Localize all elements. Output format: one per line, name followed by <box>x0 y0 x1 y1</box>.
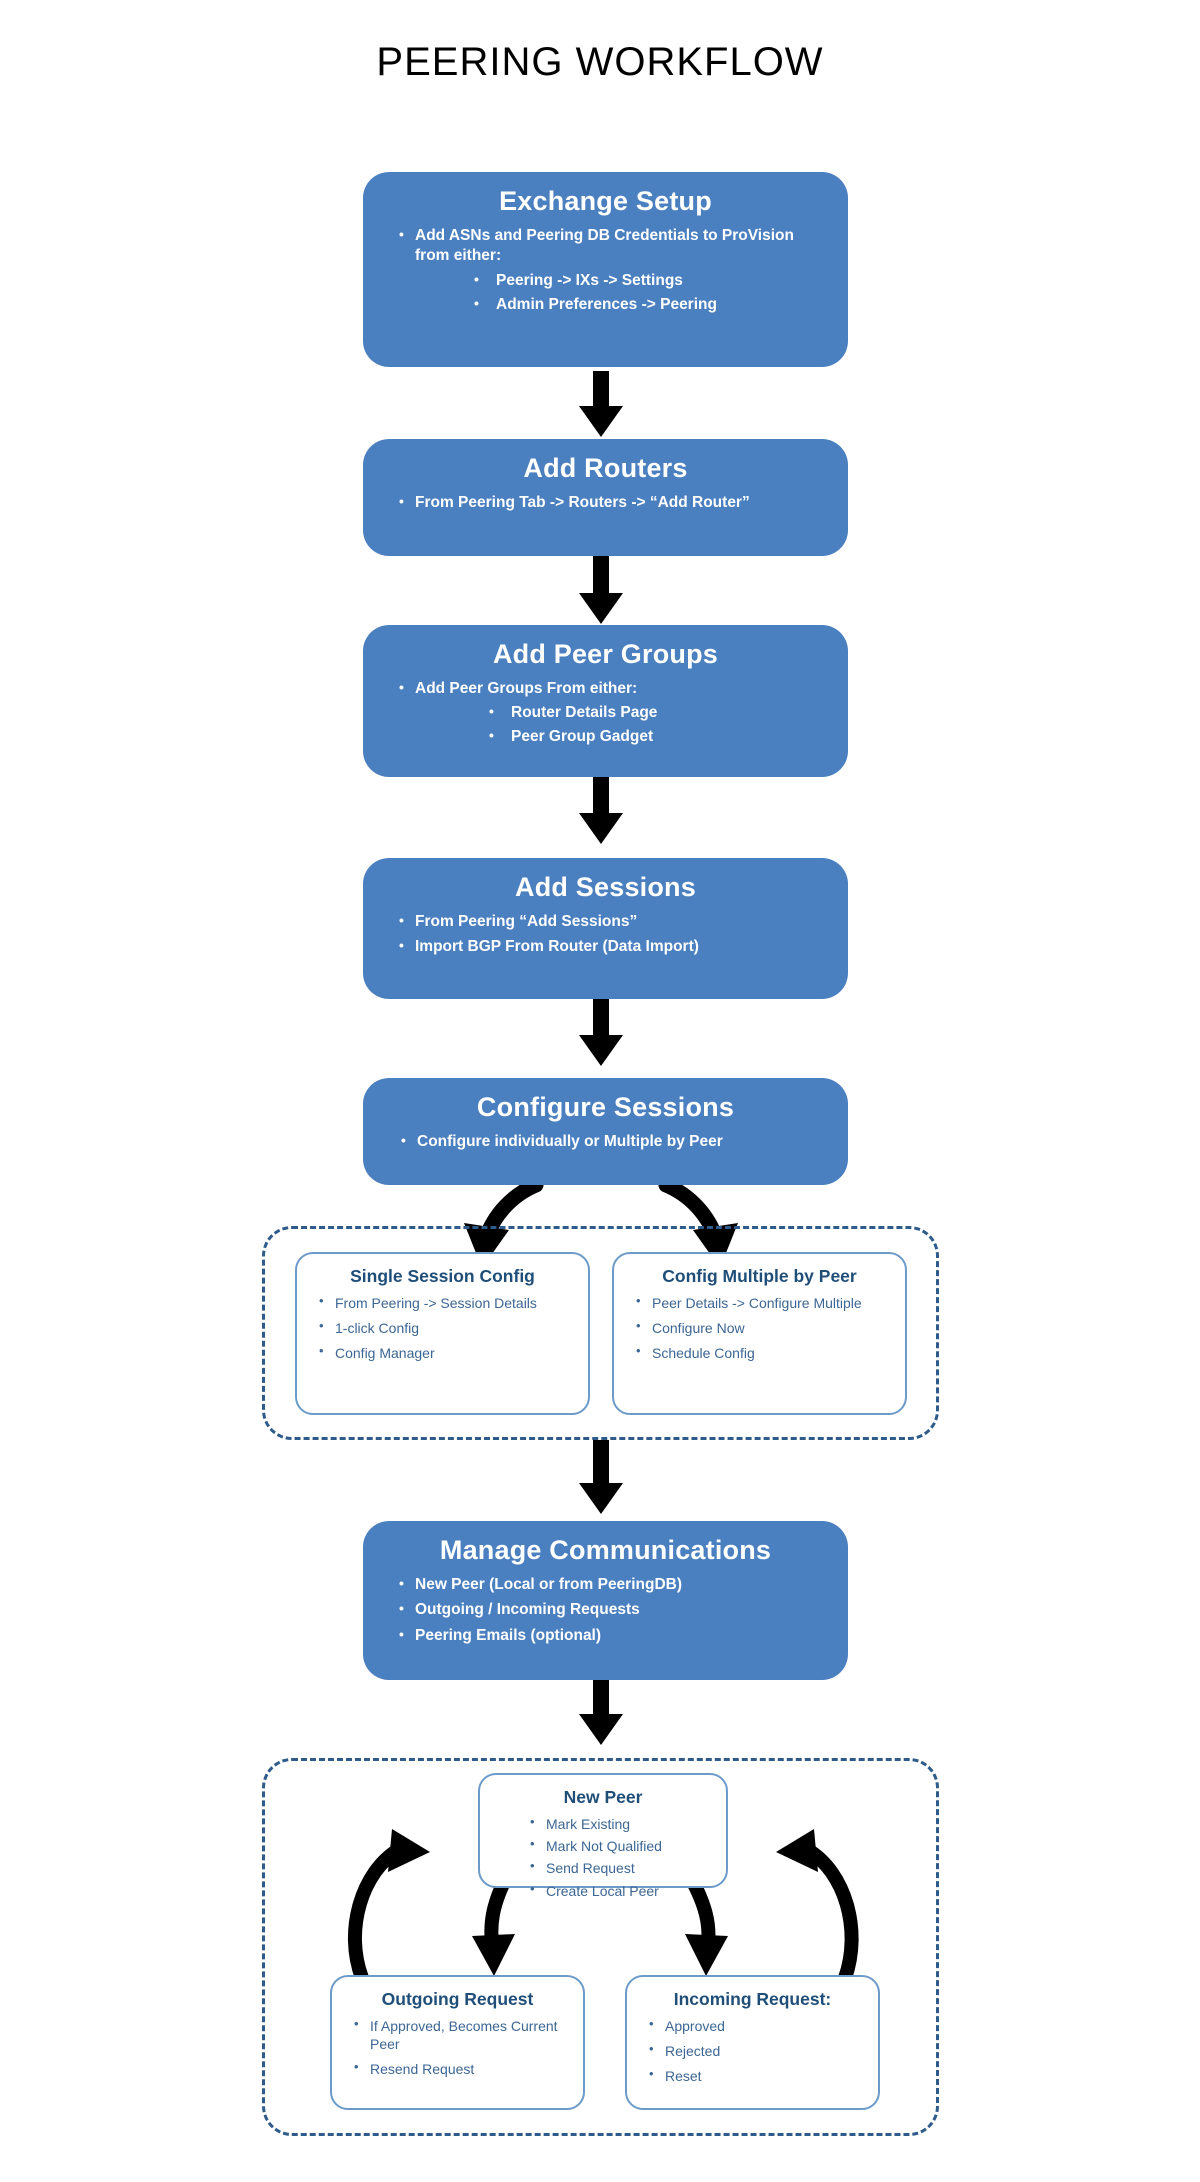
subbox-bullet-list: Peer Details -> Configure Multiple Confi… <box>626 1293 893 1363</box>
subbox-bullet-list: Mark Existing Mark Not Qualified Send Re… <box>492 1814 714 1900</box>
subbox-new-peer[interactable]: New Peer Mark Existing Mark Not Qualifie… <box>478 1773 728 1899</box>
bullet-item: Rejected <box>647 2041 866 2060</box>
bullet-item: Mark Not Qualified <box>528 1836 714 1855</box>
step-add-sessions[interactable]: Add Sessions From Peering “Add Sessions”… <box>363 858 848 999</box>
arrow-peergroups-to-sessions <box>579 777 623 844</box>
subbox-incoming-request[interactable]: Incoming Request: Approved Rejected Rese… <box>625 1975 880 2110</box>
subbox-title: Config Multiple by Peer <box>662 1266 857 1286</box>
step-bullet-list: From Peering “Add Sessions” Import BGP F… <box>399 911 832 958</box>
step-title: Manage Communications <box>439 1535 772 1565</box>
step-subbullet-list: Peering -> IXs -> Settings Admin Prefere… <box>474 270 832 316</box>
arrow-communications-to-newpeer <box>579 1680 623 1745</box>
bullet-item: Mark Existing <box>528 1814 714 1833</box>
arrow-sessions-to-configure <box>579 999 623 1066</box>
step-add-peer-groups[interactable]: Add Peer Groups Add Peer Groups From eit… <box>363 625 848 777</box>
bullet-item: Outgoing / Incoming Requests <box>399 1599 832 1621</box>
bullet-item: Configure Now <box>634 1318 893 1337</box>
subbox-title: New Peer <box>563 1787 643 1807</box>
bullet-item: Add Peer Groups From either: <box>399 678 832 700</box>
subbox-bullet-list: Approved Rejected Reset <box>639 2016 866 2086</box>
step-add-routers[interactable]: Add Routers From Peering Tab -> Routers … <box>363 439 848 556</box>
step-bullet-list: Add Peer Groups From either: <box>399 678 832 700</box>
step-subbullet-list: Router Details Page Peer Group Gadget <box>489 702 832 748</box>
step-bullet-list: New Peer (Local or from PeeringDB) Outgo… <box>399 1574 832 1647</box>
bullet-item: New Peer (Local or from PeeringDB) <box>399 1574 832 1596</box>
subbox-bullet-list: From Peering -> Session Details 1-click … <box>309 1293 576 1363</box>
step-bullet-list: From Peering Tab -> Routers -> “Add Rout… <box>399 492 832 514</box>
bullet-item: 1-click Config <box>317 1318 576 1337</box>
subbox-single-session-config[interactable]: Single Session Config From Peering -> Se… <box>295 1252 590 1415</box>
bullet-item: If Approved, Becomes Current Peer <box>352 2016 571 2053</box>
subbox-config-multiple-by-peer[interactable]: Config Multiple by Peer Peer Details -> … <box>612 1252 907 1415</box>
bullet-item: Config Manager <box>317 1343 576 1362</box>
arrow-configgroup-to-communications <box>579 1440 623 1514</box>
bullet-item: From Peering Tab -> Routers -> “Add Rout… <box>399 492 832 514</box>
bullet-item: From Peering -> Session Details <box>317 1293 576 1312</box>
subbox-outgoing-request[interactable]: Outgoing Request If Approved, Becomes Cu… <box>330 1975 585 2110</box>
arrow-routers-to-peergroups <box>579 556 623 624</box>
page-title: PEERING WORKFLOW <box>376 40 824 84</box>
bullet-item: Router Details Page <box>489 702 832 724</box>
step-title: Exchange Setup <box>499 186 712 216</box>
bullet-item: Send Request <box>528 1858 714 1877</box>
step-manage-communications[interactable]: Manage Communications New Peer (Local or… <box>363 1521 848 1680</box>
bullet-item: Configure individually or Multiple by Pe… <box>401 1131 832 1153</box>
bullet-item: Reset <box>647 2066 866 2085</box>
bullet-item: Peering -> IXs -> Settings <box>474 270 832 292</box>
bullet-item: Peer Details -> Configure Multiple <box>634 1293 893 1312</box>
step-bullet-list: Configure individually or Multiple by Pe… <box>401 1131 832 1153</box>
step-title: Add Routers <box>523 453 688 483</box>
bullet-item: Peer Group Gadget <box>489 726 832 748</box>
subbox-title: Outgoing Request <box>381 1989 534 2009</box>
bullet-item: Schedule Config <box>634 1343 893 1362</box>
step-title: Add Sessions <box>515 872 696 902</box>
bullet-item: From Peering “Add Sessions” <box>399 911 832 933</box>
subbox-title: Incoming Request: <box>673 1989 832 2009</box>
step-configure-sessions[interactable]: Configure Sessions Configure individuall… <box>363 1078 848 1185</box>
bullet-item: Approved <box>647 2016 866 2035</box>
config-options-group <box>262 1226 939 1440</box>
arrow-exchange-to-routers <box>579 371 623 437</box>
step-title: Configure Sessions <box>476 1092 735 1122</box>
bullet-item: Add ASNs and Peering DB Credentials to P… <box>399 225 832 267</box>
bullet-item: Resend Request <box>352 2059 571 2078</box>
bullet-item: Peering Emails (optional) <box>399 1625 832 1647</box>
bullet-item: Create Local Peer <box>528 1881 714 1900</box>
bullet-item: Import BGP From Router (Data Import) <box>399 936 832 958</box>
step-bullet-list: Add ASNs and Peering DB Credentials to P… <box>399 225 832 267</box>
subbox-title: Single Session Config <box>350 1266 535 1286</box>
subbox-bullet-list: If Approved, Becomes Current Peer Resend… <box>344 2016 571 2079</box>
communications-group <box>262 1758 939 2136</box>
step-title: Add Peer Groups <box>492 639 719 669</box>
bullet-item: Admin Preferences -> Peering <box>474 294 832 316</box>
step-exchange-setup[interactable]: Exchange Setup Add ASNs and Peering DB C… <box>363 172 848 367</box>
